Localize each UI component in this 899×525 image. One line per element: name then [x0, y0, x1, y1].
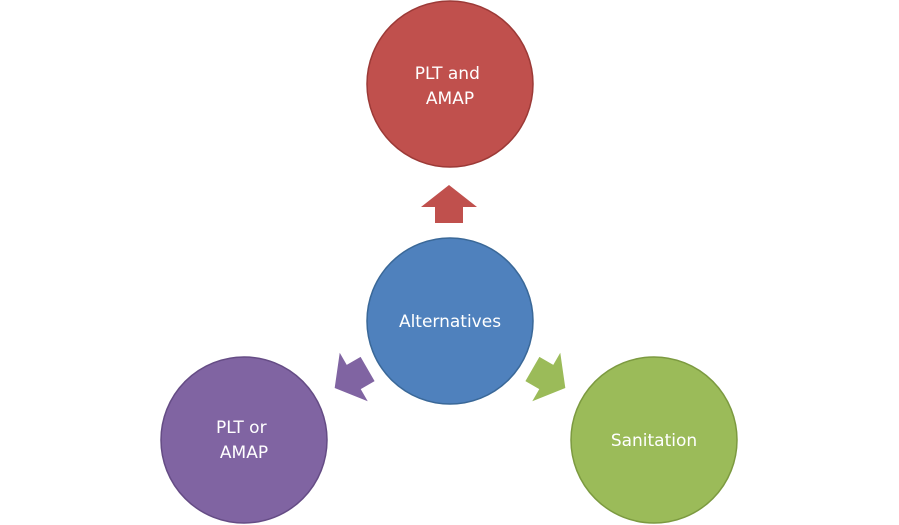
node-alternatives-label: Alternatives [399, 312, 501, 332]
arrow-to-plt-and-amap [421, 185, 477, 223]
node-plt-or-amap-label: PLT or AMAP [216, 418, 272, 463]
node-sanitation-circle [570, 356, 738, 524]
node-plt-or-amap-line-2: AMAP [220, 443, 268, 463]
node-plt-or-amap-circle [160, 356, 328, 524]
node-sanitation-label: Sanitation [611, 431, 697, 451]
node-plt-and-amap: PLT and AMAP [366, 0, 534, 168]
node-alternatives: Alternatives [366, 237, 534, 405]
node-plt-and-amap-label: PLT and AMAP [415, 64, 486, 109]
node-sanitation: Sanitation [570, 356, 738, 524]
node-alternatives-circle [366, 237, 534, 405]
arrow-up-shape [421, 185, 477, 223]
arrow-down-right-shape [525, 352, 566, 402]
arrow-to-sanitation [525, 352, 566, 402]
arrow-to-plt-or-amap [334, 352, 375, 402]
node-plt-or-amap: PLT or AMAP [160, 356, 328, 524]
arrow-down-left-shape [334, 352, 375, 402]
node-plt-and-amap-circle [366, 0, 534, 168]
node-plt-or-amap-line-1: PLT or [216, 418, 267, 438]
node-plt-and-amap-line-2: AMAP [426, 89, 474, 109]
node-plt-and-amap-line-1: PLT and [415, 64, 480, 84]
